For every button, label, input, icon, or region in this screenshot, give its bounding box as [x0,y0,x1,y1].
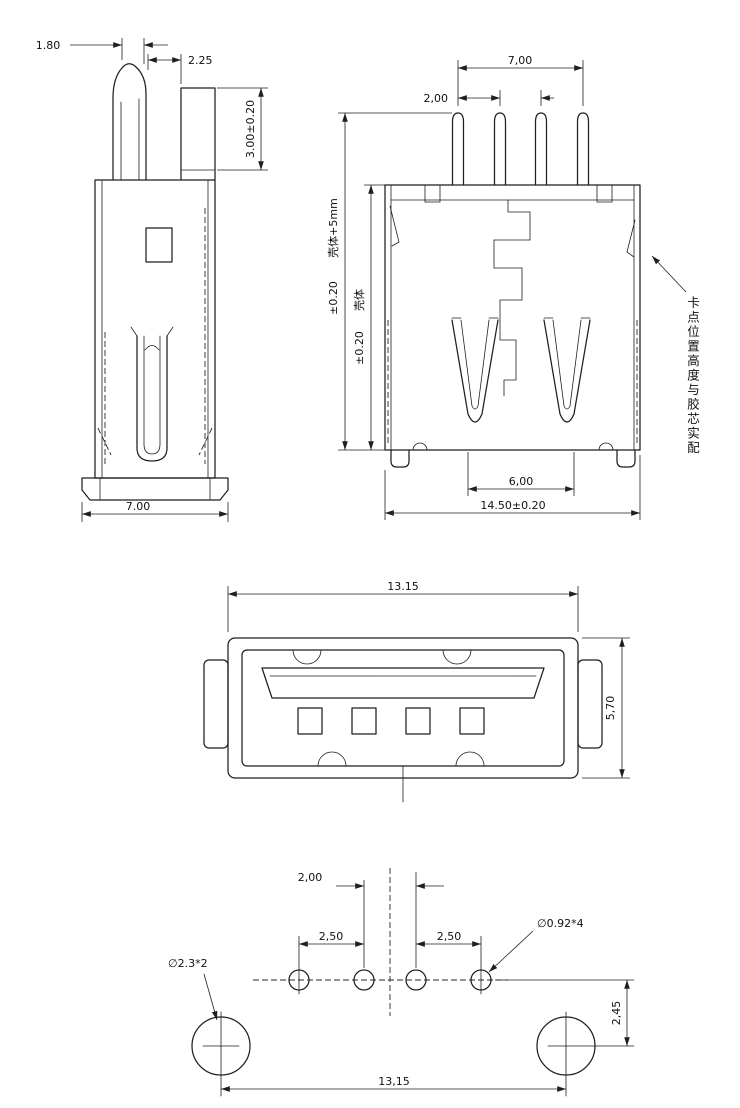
leader-arrow [203,973,218,1021]
side-latch-outline [112,63,147,181]
pin-hole-2 [353,969,375,991]
latch-left [389,205,400,247]
contact-spring-right-inner [552,319,582,410]
dim-face-width-label: 13.15 [387,580,419,593]
face-tongue [261,667,545,699]
footprint-dimensions: 2,00 2,50 2,50 ∅0.92*4 ∅2.3*2 2,45 13,15 [168,871,634,1092]
side-bracket-outline [180,87,216,181]
foot-right [616,449,636,468]
side-flange [81,477,229,501]
side-hidden-diag-left [97,427,112,456]
dim-pin-span-label: 7,00 [508,54,533,67]
dim-shell-width-label: 14.50±0.20 [480,499,545,512]
face-contact-2 [351,707,377,735]
foot-notch-right [598,442,614,451]
dim-shell-tol-label: ±0.20 [353,331,366,365]
latch-right [626,219,636,258]
side-window [145,227,173,263]
shell-notch-left [424,184,441,203]
side-spring-inner [143,335,161,455]
face-contact-3 [405,707,431,735]
face-view [203,637,603,803]
pin-2 [493,112,507,186]
dim-contact-span-label: 6,00 [509,475,534,488]
foot-notch-left [412,442,428,451]
dim-shell-plus-label: 壳体+5mm [326,198,340,258]
pin-1 [451,112,465,186]
side-view [81,63,229,501]
dim-row-offset-label: 2,45 [610,1001,623,1026]
face-contact-1 [297,707,323,735]
dim-step-label: 2.25 [188,54,213,67]
face-bump-top-right [442,649,472,665]
face-contact-4 [459,707,485,735]
contact-spring-left-outer [451,319,499,423]
dim-right-pitch-label: 2,50 [437,930,462,943]
pin-3 [534,112,548,186]
pin-4 [576,112,590,186]
dim-tip-width-label: 1.80 [36,39,61,52]
face-ear-right [577,659,603,749]
face-bump-top-left [292,649,322,665]
side-view-dimensions: 1.80 2.25 3.00±0.20 7.00 [36,38,268,522]
face-ear-left [203,659,229,749]
front-view-dimensions: 7,00 2,00 壳体+5mm ±0.20 壳体 ±0.20 6,00 14.… [326,54,687,520]
contact-spring-right-outer [543,319,591,423]
dim-inner-pitch-label: 2,00 [298,871,323,884]
foot-left [390,449,410,468]
face-bump-bottom-right [455,751,485,767]
side-spring-flares [130,326,174,337]
latch-fit-note: 卡点位置高度与胶芯实配 [685,296,700,456]
side-hidden-diag-right [198,427,213,456]
dim-mount-span-label: 13,15 [378,1075,410,1088]
leader-arrow [488,930,534,973]
shell-seam [493,199,531,397]
dim-body-width-label: 7.00 [126,500,151,513]
dim-shell-label: 壳体 [352,289,366,311]
note-leader-arrow [651,255,687,293]
dim-pin-pitch-label: 2,00 [424,92,449,105]
dim-face-height-label: 5,70 [604,696,617,721]
side-spring-outer [136,335,168,462]
dim-big-hole-label: ∅2.3*2 [168,957,208,970]
side-body-outline [94,179,216,479]
shell-notch-right [596,184,613,203]
dim-left-pitch-label: 2,50 [319,930,344,943]
face-outer-shell [227,637,579,779]
face-bump-bottom-left [317,751,347,767]
shell-outline [384,184,641,451]
dim-small-hole-label: ∅0.92*4 [537,917,584,930]
side-spring-tip [144,345,160,351]
contact-spring-left-inner [460,319,490,410]
pin-hole-3 [405,969,427,991]
front-view [384,112,641,468]
dim-shell-plus-tol-label: ±0.20 [327,281,340,315]
face-view-dimensions: 13.15 5,70 [227,580,630,779]
footprint-view [191,868,635,1097]
dim-step-height-label: 3.00±0.20 [244,100,257,158]
